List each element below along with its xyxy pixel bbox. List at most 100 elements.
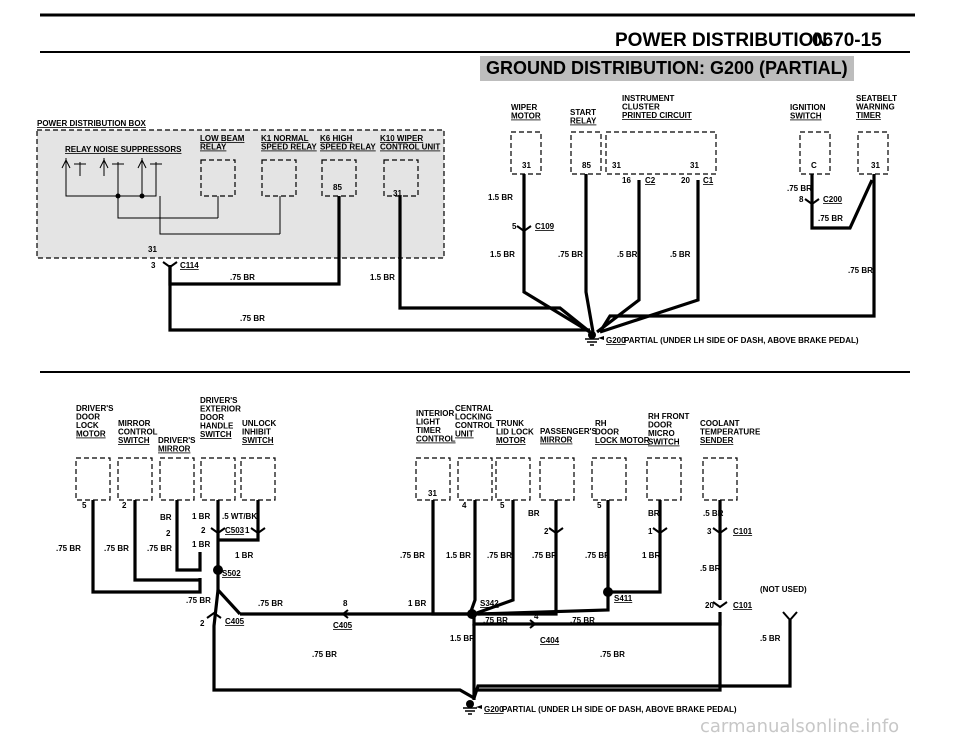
wire-w11: .75 BR	[848, 266, 873, 275]
top-box-component-0-line-0: LOW BEAM	[200, 134, 245, 143]
bottom-component-10-line-2: MICRO	[648, 429, 675, 438]
bottom-component-5-line-1: LIGHT	[416, 418, 440, 427]
wire-label-b18: BR	[528, 509, 540, 518]
wire-label-b17: .75 BR	[585, 551, 610, 560]
bottom-component-3-line-0: DRIVER'S	[200, 396, 238, 405]
section-title: POWER DISTRIBUTION	[615, 30, 828, 51]
top-right-component-2-line-0: INSTRUMENT	[622, 94, 675, 103]
bottom-component-1-line-0: MIRROR	[118, 419, 151, 428]
ground-g200-bottom: G200	[484, 705, 504, 714]
splice-s342: S342	[480, 599, 499, 608]
bottom-component-9-line-2: LOCK MOTOR	[595, 436, 650, 445]
relay-noise-label: RELAY NOISE SUPPRESSORS	[65, 145, 182, 154]
bottom-component-1-line-1: CONTROL	[118, 428, 158, 437]
wire-label-b13: .75 BR	[483, 616, 508, 625]
box-top-dots	[115, 193, 145, 199]
bottom-component-8-line-0: PASSENGER'S	[540, 427, 598, 436]
connector-c405b: C405	[333, 621, 353, 630]
pin-c1: C1	[703, 176, 714, 185]
bottom-component-6-line-2: CONTROL	[455, 421, 495, 430]
ground-symbol-bottom	[463, 700, 482, 715]
bottom-component-4-line-1: INHIBIT	[242, 428, 271, 437]
wire-label-b23: .75 BR	[600, 650, 625, 659]
pin-31w: 31	[522, 161, 531, 170]
pin-31a: 31	[393, 189, 402, 198]
wire-label-b9: .75 BR	[186, 596, 211, 605]
pin-31b: 31	[148, 245, 157, 254]
pin-85s: 85	[582, 161, 591, 170]
wire-label-b6: .5 WT/BK	[222, 512, 257, 521]
pin-3-top: 3	[151, 261, 156, 270]
connector-c405a: C405	[225, 617, 245, 626]
pin-85a: 85	[333, 183, 342, 192]
relay-boxes	[200, 159, 419, 197]
pin-c: C	[811, 161, 817, 170]
bottom-component-7-line-0: TRUNK	[496, 419, 524, 428]
wire-label-b10: .75 BR	[258, 599, 283, 608]
bottom-component-3-line-2: DOOR	[200, 413, 224, 422]
bottom-component-3-line-4: SWITCH	[200, 430, 232, 439]
pin-c2: C2	[645, 176, 656, 185]
wire-label-b2: .75 BR	[104, 544, 129, 553]
wire-label-b8: 1 BR	[235, 551, 253, 560]
bottom-component-7-line-2: MOTOR	[496, 436, 526, 445]
bottom-component-0-line-2: LOCK	[76, 421, 99, 430]
bottom-component-2-line-0: DRIVER'S	[158, 436, 196, 445]
pin-20-bot: 20	[705, 601, 714, 610]
wire-label-b20: .5 BR	[703, 509, 724, 518]
suppressor-symbols	[61, 158, 281, 235]
diagram-banner: GROUND DISTRIBUTION: G200 (PARTIAL)	[480, 56, 854, 81]
top-right-component-3-line-0: IGNITION	[790, 103, 826, 112]
wire-w8: .5 BR	[670, 250, 691, 259]
top-right-component-4-line-1: WARNING	[856, 103, 895, 112]
bottom-component-5-line-2: TIMER	[416, 426, 441, 435]
top-right-component-3-line-1: SWITCH	[790, 112, 822, 121]
pin-2-bot: 2	[122, 501, 127, 510]
bottom-component-5-line-3: CONTROL	[416, 435, 456, 444]
bottom-component-11-line-2: SENDER	[700, 436, 734, 445]
top-box-component-1-line-0: K1 NORMAL	[261, 134, 309, 143]
pin-8-top: 8	[799, 195, 804, 204]
bottom-component-0-line-3: MOTOR	[76, 430, 106, 439]
watermark: carmanualsonline.info	[700, 716, 900, 737]
bottom-component-10-line-3: SWITCH	[648, 438, 680, 447]
pin-1b-bot: 1	[648, 527, 653, 536]
bottom-component-10-line-1: DOOR	[648, 421, 672, 430]
top-right-component-0-line-0: WIPER	[511, 103, 537, 112]
connector-c200: C200	[823, 195, 843, 204]
bottom-component-0-line-1: DOOR	[76, 413, 100, 422]
power-distribution-box	[36, 129, 445, 259]
pin-5-bot: 5	[82, 501, 87, 510]
wire-label-b5: 1 BR	[192, 512, 210, 521]
bottom-component-2-line-1: MIRROR	[158, 445, 191, 454]
bottom-component-6-line-3: UNIT	[455, 430, 474, 439]
connector-c101a: C101	[733, 527, 753, 536]
wire-label-b12: 1 BR	[408, 599, 426, 608]
wire-label-b14: 1.5 BR	[446, 551, 471, 560]
top-box-component-3-line-0: K10 WIPER	[380, 134, 423, 143]
pin-2e-bot: 2	[200, 619, 205, 628]
box-title: POWER DISTRIBUTION BOX	[37, 119, 147, 128]
ground-g200-top: G200	[606, 336, 626, 345]
wire-label-b3: .75 BR	[147, 544, 172, 553]
wire-label-b24: 1.5 BR	[450, 634, 475, 643]
wire-label-b4: BR	[160, 513, 172, 522]
top-right-component-2-line-2: PRINTED CIRCUIT	[622, 111, 692, 120]
bottom-connectors	[206, 527, 798, 629]
pin-5b-bot: 5	[500, 501, 505, 510]
pin-1-bot: 1	[245, 526, 250, 535]
pin-2b-bot: 2	[166, 529, 171, 538]
bottom-component-5-line-0: INTERIOR	[416, 409, 454, 418]
